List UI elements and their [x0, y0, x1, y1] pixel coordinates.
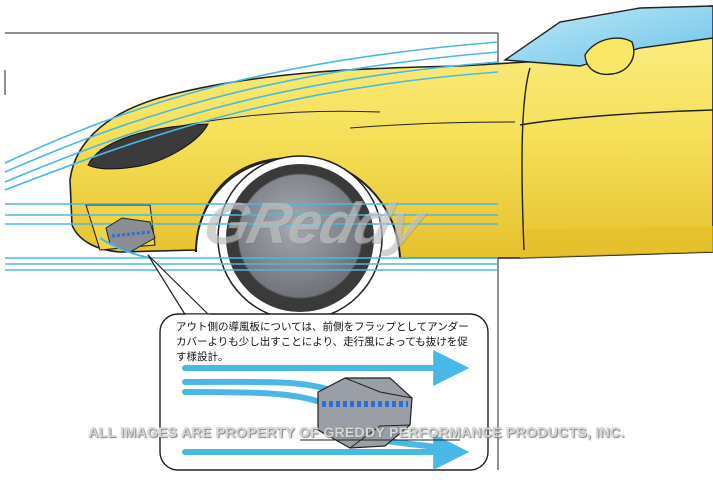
duct-part-detail	[300, 377, 460, 449]
brand-logo: GReddy	[196, 191, 430, 256]
front-wheel	[217, 155, 383, 321]
callout-line: アウト側の導風板については、前側をフラップとしてアンダー	[176, 321, 469, 333]
callout-box	[159, 313, 489, 471]
duct-part-small	[99, 217, 156, 259]
callout-line: す様設計。	[176, 351, 229, 363]
callout-line: カバーよりも少し出すことにより、走行風によっても抜けを促	[176, 336, 468, 348]
airflow-lines	[4, 41, 499, 271]
callout-text: アウト側の導風板については、前側をフラップとしてアンダー カバーよりも少し出すこ…	[176, 320, 476, 365]
copyright-watermark: ALL IMAGES ARE PROPERTY OF GREDDY PERFOR…	[88, 424, 625, 440]
